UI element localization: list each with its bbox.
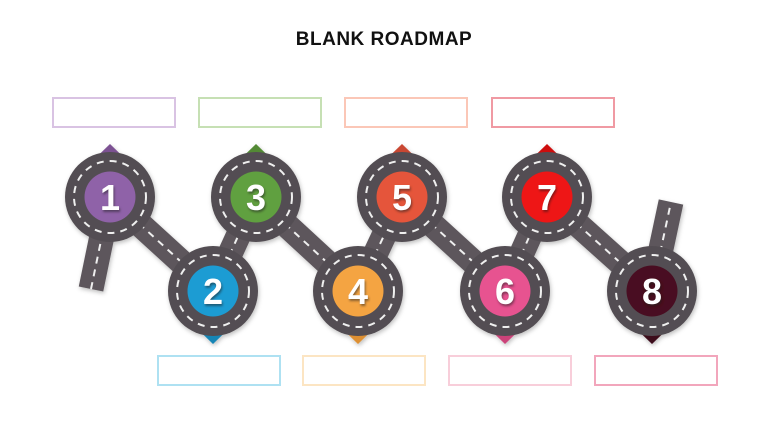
- bottom-box-3[interactable]: [448, 355, 572, 386]
- stop-dash-ring-5: [365, 160, 439, 234]
- stop-dash-ring-7: [510, 160, 584, 234]
- stop-circle-6: [479, 265, 531, 317]
- stop-circles: [84, 171, 678, 317]
- stop-circle-3: [230, 171, 282, 223]
- center-dash: [401, 196, 506, 292]
- bottom-box-2[interactable]: [302, 355, 426, 386]
- stop-dash-rings: [73, 160, 689, 328]
- stop-circle-4: [332, 265, 384, 317]
- stop-dash-ring-4: [321, 254, 395, 328]
- stop-number-4: 4: [348, 271, 368, 312]
- stop-number-1: 1: [100, 177, 120, 218]
- top-box-4[interactable]: [491, 97, 615, 128]
- center-dash: [109, 196, 214, 292]
- stop-number-6: 6: [495, 271, 515, 312]
- stop-dash-ring-8: [615, 254, 689, 328]
- top-box-1[interactable]: [52, 97, 176, 128]
- stop-number-8: 8: [642, 271, 662, 312]
- stop-numbers: 1 2 3 4 5 6 7 8: [100, 177, 662, 312]
- stop-dash-ring-1: [73, 160, 147, 234]
- slide-title: BLANK ROADMAP: [295, 29, 473, 50]
- stop-dash-ring-2: [176, 254, 250, 328]
- top-box-3[interactable]: [344, 97, 468, 128]
- top-box-2[interactable]: [198, 97, 322, 128]
- stop-dash-ring-6: [468, 254, 542, 328]
- stop-number-3: 3: [246, 177, 266, 218]
- stop-circle-1: [84, 171, 136, 223]
- stop-number-7: 7: [537, 177, 557, 218]
- bottom-box-4[interactable]: [594, 355, 718, 386]
- stop-number-5: 5: [392, 177, 412, 218]
- stop-dash-ring-3: [219, 160, 293, 234]
- stop-circle-8: [626, 265, 678, 317]
- stop-circle-2: [187, 265, 239, 317]
- stop-circle-5: [376, 171, 428, 223]
- stop-circle-7: [521, 171, 573, 223]
- stop-number-2: 2: [203, 271, 223, 312]
- center-dash: [255, 196, 359, 292]
- bottom-box-1[interactable]: [157, 355, 281, 386]
